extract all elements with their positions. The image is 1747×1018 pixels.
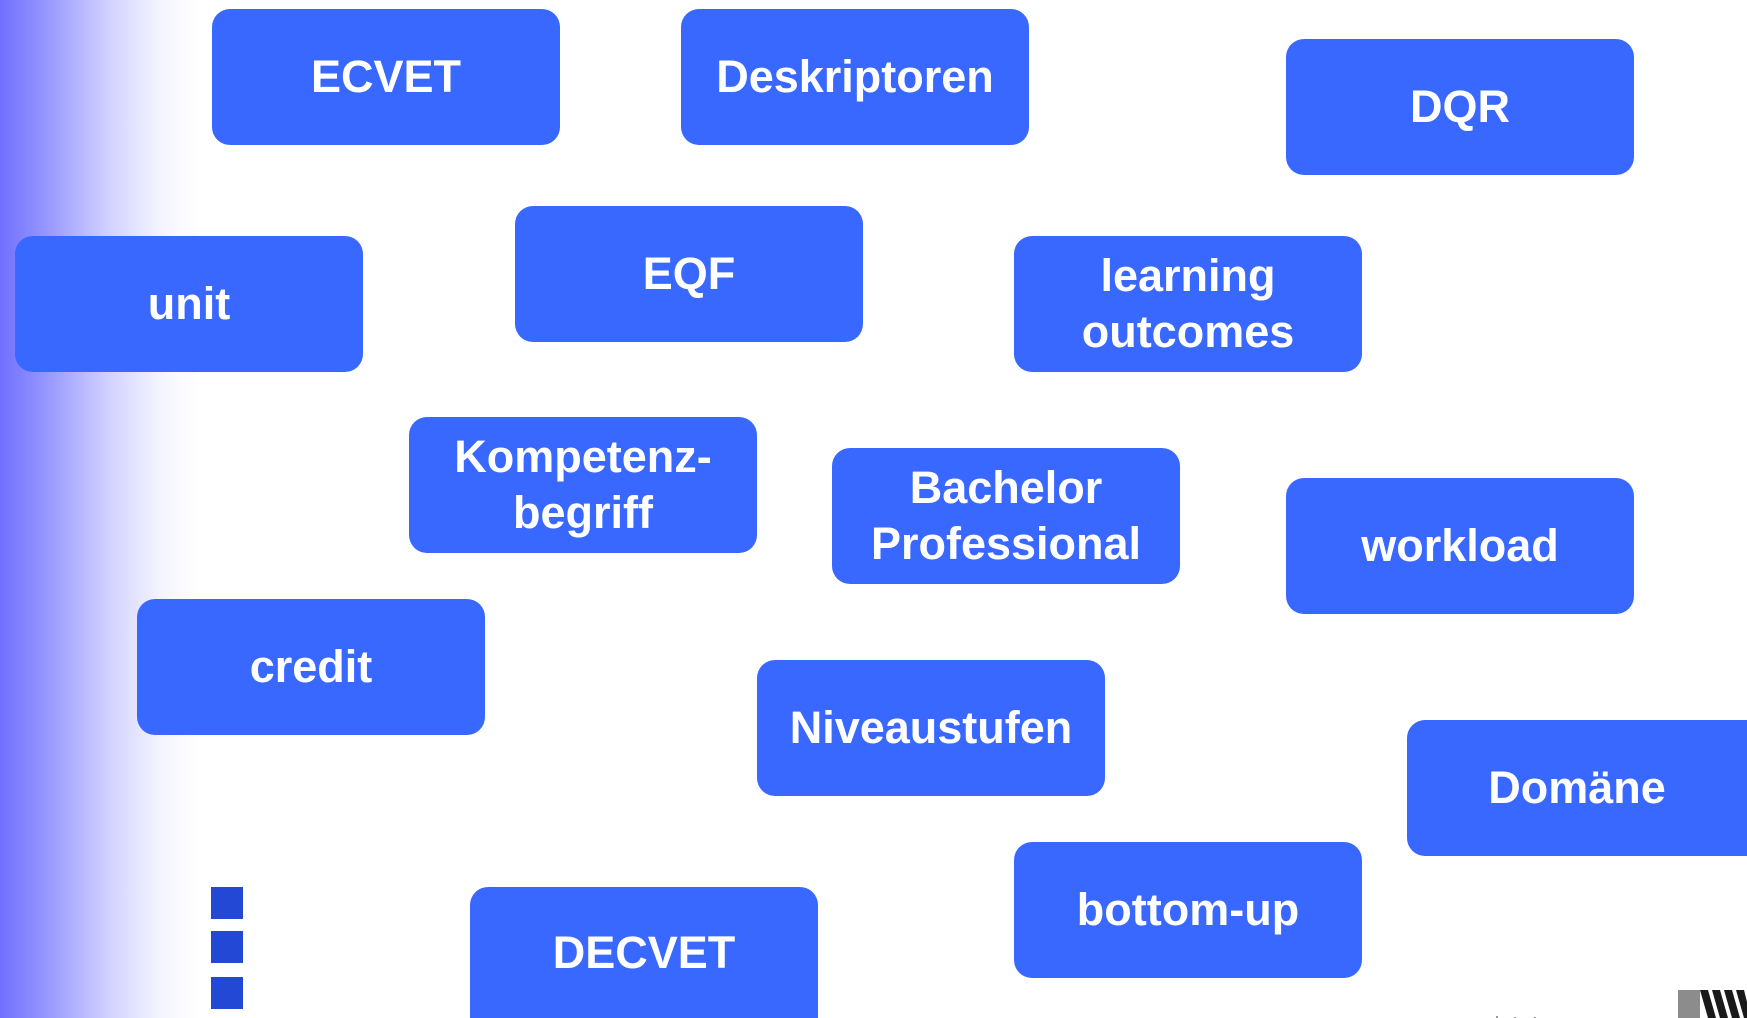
square-bullet-1 — [211, 887, 243, 919]
term-label-ecvet: ECVET — [310, 51, 462, 102]
footer-faint-text — [1488, 1010, 1608, 1018]
term-box-bachelor-professional: Bachelor Professional — [832, 448, 1180, 584]
term-label-eqf: EQF — [642, 248, 736, 299]
term-box-kompetenzbegriff: Kompetenz- begriff — [409, 417, 757, 553]
term-box-deskriptoren: Deskriptoren — [681, 9, 1029, 145]
term-label-dqr: DQR — [1410, 81, 1510, 132]
term-box-dqr: DQR — [1286, 39, 1634, 175]
term-box-credit: credit — [137, 599, 485, 735]
term-label-deskriptoren: Deskriptoren — [716, 51, 994, 102]
term-label-bottom-up: bottom-up — [1076, 884, 1300, 935]
term-label-unit: unit — [147, 278, 231, 329]
square-bullet-3 — [211, 977, 243, 1009]
term-box-eqf: EQF — [515, 206, 863, 342]
term-box-learning-outcomes: learning outcomes — [1014, 236, 1362, 372]
square-bullet-2 — [211, 931, 243, 963]
term-box-decvet: DECVET — [470, 887, 818, 1018]
left-gradient-bar — [0, 0, 200, 1018]
term-box-unit: unit — [15, 236, 363, 372]
term-label-kompetenzbegriff: Kompetenz- begriff — [454, 431, 712, 538]
term-label-credit: credit — [249, 641, 373, 692]
corner-logo — [1678, 988, 1747, 1018]
term-box-domaene: Domäne — [1407, 720, 1747, 856]
term-label-learning-outcomes: learning outcomes — [1081, 250, 1295, 357]
term-label-workload: workload — [1361, 520, 1559, 571]
term-label-bachelor-professional: Bachelor Professional — [870, 462, 1142, 569]
term-box-ecvet: ECVET — [212, 9, 560, 145]
term-label-niveaustufen: Niveaustufen — [789, 702, 1073, 753]
term-label-decvet: DECVET — [552, 926, 736, 978]
term-box-bottom-up: bottom-up — [1014, 842, 1362, 978]
term-label-domaene: Domäne — [1488, 762, 1666, 813]
term-box-niveaustufen: Niveaustufen — [757, 660, 1105, 796]
term-box-workload: workload — [1286, 478, 1634, 614]
